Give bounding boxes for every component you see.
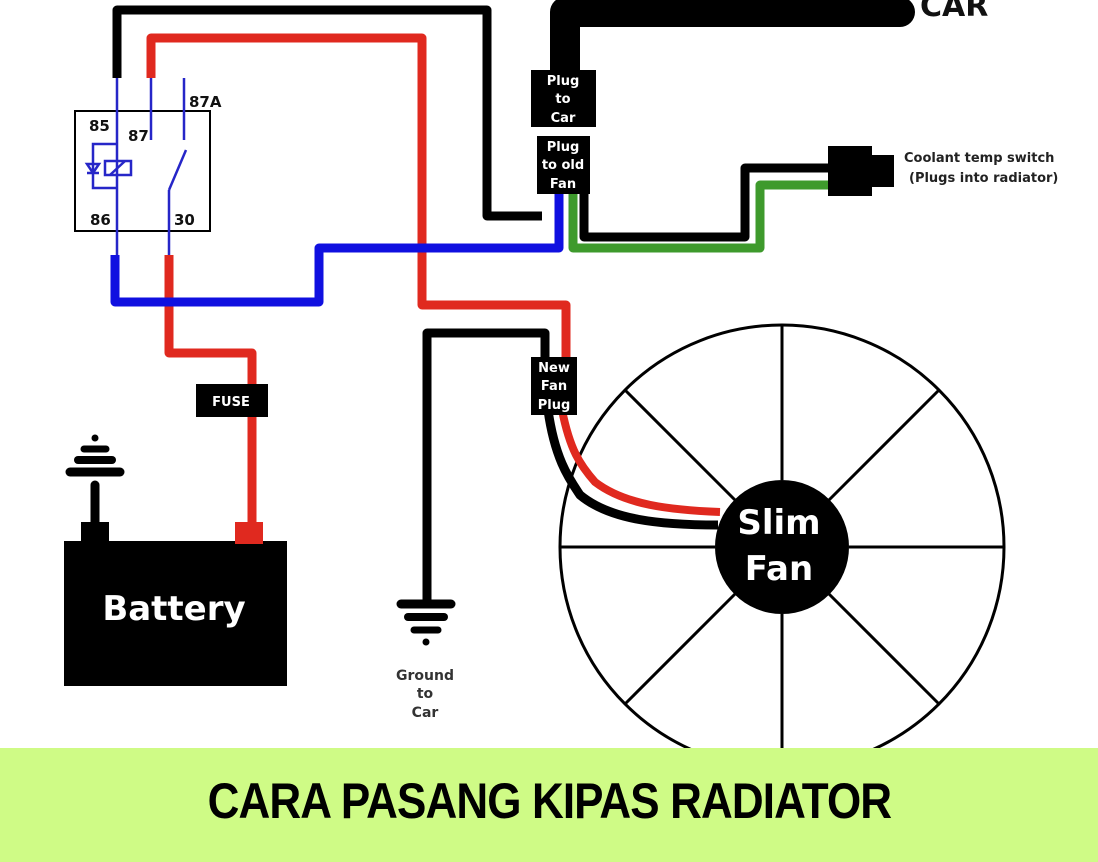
plug-to-old-fan: Plug to old Fan (537, 136, 590, 194)
plug-to-car-line2: to (555, 92, 570, 107)
coolant-switch-label-line2: (Plugs into radiator) (909, 171, 1058, 186)
coolant-temp-switch: Coolant temp switch (Plugs into radiator… (828, 146, 1058, 196)
fan-label-line2: Fan (745, 549, 813, 589)
fan-blade (623, 592, 737, 706)
car-label: CAR (920, 0, 988, 24)
relay-switch-contact (167, 149, 188, 191)
relay-coil (103, 159, 133, 177)
ground-to-car: Ground to Car (396, 599, 456, 721)
fuse-box (196, 384, 268, 417)
plug-to-car-box (531, 70, 596, 127)
page-title: CARA PASANG KIPAS RADIATOR (207, 773, 891, 829)
battery-label: Battery (102, 589, 245, 629)
fan-blade (827, 592, 941, 706)
relay-coil-diagonal (109, 160, 126, 176)
wire-green-to-coolant-switch (568, 180, 830, 253)
relay: 85 87 87A 86 30 (74, 78, 222, 255)
fan-hub (715, 480, 849, 614)
new-fan-plug-line3: Plug (538, 398, 571, 413)
fan-blade (623, 388, 737, 502)
fan-blades (560, 325, 1004, 748)
ground-label-line1: Ground (396, 668, 454, 684)
new-fan-plug-line2: Fan (541, 379, 567, 394)
plug-to-car-line3: Car (551, 111, 576, 126)
new-fan-plug-box (531, 357, 577, 415)
plug-to-car: Plug to Car (531, 70, 596, 127)
title-banner: CARA PASANG KIPAS RADIATOR (0, 748, 1098, 862)
wire-red-into-fan (558, 409, 721, 516)
wire-red-87-to-new-fan (146, 33, 571, 365)
relay-pin-86-label: 86 (90, 211, 111, 229)
new-fan-plug: New Fan Plug (531, 357, 577, 415)
wire-black-into-fan (543, 409, 719, 530)
plug-to-old-fan-line2: to old (542, 158, 584, 173)
plug-to-old-fan-line1: Plug (547, 140, 580, 155)
wiring-diagram: Slim Fan 85 87 87A 86 30 (64, 0, 1058, 748)
battery: Battery (64, 434, 287, 686)
battery-body (64, 541, 287, 686)
plug-to-old-fan-box (537, 136, 590, 194)
battery-positive-terminal (235, 522, 263, 544)
ground-label-line2: to (417, 686, 434, 702)
wire-black-relay-to-old-fan (112, 5, 542, 221)
relay-diode-loop (91, 142, 117, 190)
battery-ground-symbol-icon (65, 434, 125, 477)
fan-blade (827, 388, 941, 502)
relay-pin-87-label: 87 (128, 127, 149, 145)
relay-pin-30-label: 30 (174, 211, 195, 229)
fuse-label: FUSE (212, 395, 250, 410)
plug-to-car-line1: Plug (547, 74, 580, 89)
new-fan-plug-line1: New (538, 361, 570, 376)
slim-fan: Slim Fan (558, 323, 1006, 748)
plug-to-old-fan-line3: Fan (550, 177, 576, 192)
fuse: FUSE (196, 384, 268, 417)
coolant-switch-body (828, 146, 872, 196)
relay-box (74, 110, 211, 232)
wire-black-to-coolant-switch (579, 163, 830, 242)
coolant-switch-tip (870, 155, 894, 187)
ground-label-line3: Car (412, 705, 439, 721)
coolant-switch-label-line1: Coolant temp switch (904, 151, 1054, 166)
battery-negative-terminal (81, 522, 109, 544)
relay-pin-87a-label: 87A (189, 93, 222, 111)
ground-symbol-icon (396, 599, 456, 646)
fan-label-line1: Slim (737, 503, 820, 543)
wire-black-to-car (550, 0, 915, 95)
relay-diode-icon (84, 162, 102, 176)
wire-blue-86-to-old-fan (110, 190, 564, 307)
wire-black-ground-to-new-fan (422, 328, 550, 600)
relay-pin-85-label: 85 (89, 117, 110, 135)
